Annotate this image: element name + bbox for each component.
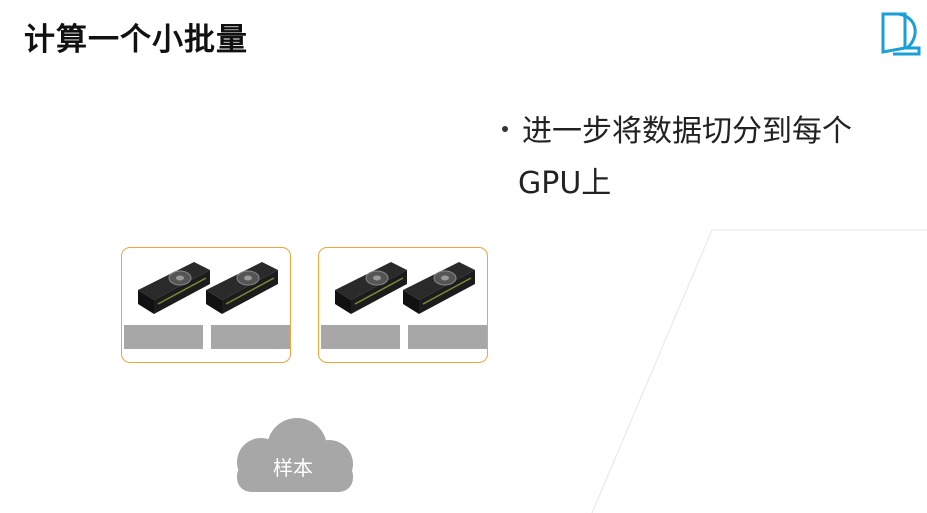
- gpu-card-icon: [138, 262, 210, 314]
- logo-icon: [881, 12, 921, 56]
- bullet-text: 进一步将数据切分到每个 GPU上: [502, 106, 912, 210]
- machine-node-2: [318, 247, 488, 363]
- gpu-card-icon: [335, 262, 407, 314]
- cloud-icon: [237, 418, 353, 492]
- machine-node-1: [121, 247, 291, 363]
- cloud-label: 样本: [273, 456, 313, 480]
- bullet-dot-icon: [502, 125, 508, 132]
- data-partition: [124, 325, 203, 349]
- bullet-line-1: 进一步将数据切分到每个: [522, 114, 852, 149]
- gpu-card-icon: [403, 262, 475, 314]
- data-partition: [321, 325, 400, 349]
- data-partition: [211, 325, 290, 349]
- slide-title: 计算一个小批量: [24, 22, 248, 58]
- gpu-card-icon: [206, 262, 278, 314]
- bullet-line-2: GPU上: [518, 166, 612, 201]
- data-partition: [408, 325, 487, 349]
